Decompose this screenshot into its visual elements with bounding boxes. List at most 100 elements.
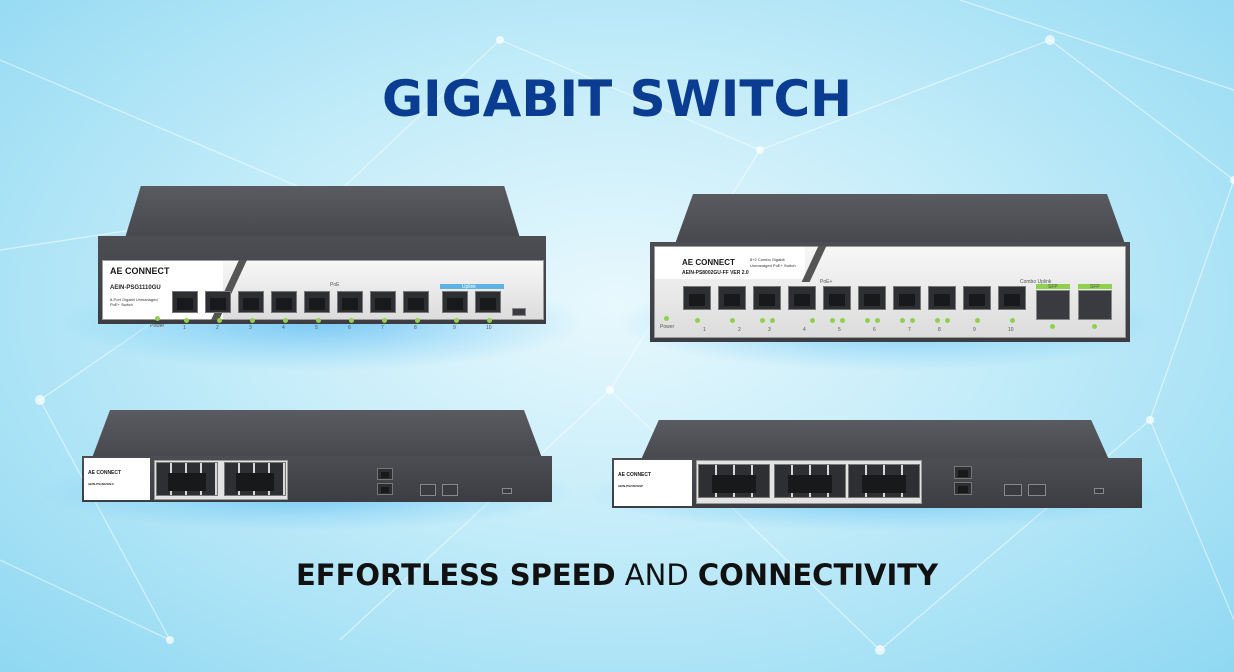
ethernet-port[interactable] [753, 286, 781, 310]
port-led [382, 318, 387, 323]
switch-lid [675, 194, 1125, 244]
model-description-line2: Unmanaged PoE+ Switch [750, 263, 796, 268]
port-number: 4 [282, 325, 285, 331]
model-description-line2: PoE+ Switch [110, 302, 133, 307]
port-number: 4 [803, 327, 806, 333]
console-port[interactable] [502, 488, 512, 494]
brand-logo: AE CONNECT [88, 470, 122, 476]
brand-logo: AE CONNECT [618, 472, 652, 478]
uplink-port[interactable] [998, 286, 1026, 310]
switch-front-panel [82, 456, 552, 502]
ethernet-port[interactable] [823, 286, 851, 310]
switch-lid [125, 186, 520, 238]
brand-panel [614, 460, 692, 506]
ethernet-port[interactable] [718, 286, 746, 310]
ethernet-port[interactable] [304, 291, 330, 313]
ethernet-port[interactable] [928, 286, 956, 310]
model-description-line1: 8-Port Gigabit Unmanaged [110, 297, 158, 302]
ethernet-port[interactable] [370, 291, 396, 313]
uplink-port[interactable] [954, 466, 972, 479]
port-led [975, 318, 980, 323]
port-led [1092, 324, 1097, 329]
uplink-port[interactable] [475, 291, 501, 313]
sfp-port[interactable] [442, 484, 458, 496]
switch-8-plus-2-combo: AE CONNECT AEIN-PS8002GU-FF VER 2.0 8+2 … [620, 190, 1160, 370]
model-name: AEIN-PS1602GN-F [88, 482, 115, 486]
ethernet-port[interactable] [893, 286, 921, 310]
tagline: EFFORTLESS SPEED AND CONNECTIVITY [0, 558, 1234, 592]
brand-panel [655, 247, 805, 279]
port-led [415, 318, 420, 323]
ethernet-port-grid[interactable] [774, 464, 846, 498]
ethernet-port[interactable] [205, 291, 231, 313]
switch-24-port: AE CONNECT AEIN-PS2402GSP [590, 410, 1160, 530]
sfp-port[interactable] [1078, 290, 1112, 320]
port-number: 8 [414, 325, 417, 331]
uplink-port[interactable] [954, 482, 972, 495]
power-label: Power [150, 323, 165, 329]
sfp-label-strip [1036, 284, 1070, 289]
port-number: 6 [873, 327, 876, 333]
port-led [840, 318, 845, 323]
switch-16-port: AE CONNECT AEIN-PS1602GN-F [40, 400, 570, 530]
uplink-port[interactable] [442, 291, 468, 313]
ethernet-port[interactable] [172, 291, 198, 313]
tagline-bold-1: EFFORTLESS SPEED [295, 558, 616, 592]
ethernet-port-grid[interactable] [156, 462, 218, 496]
model-name: AEIN-PSG1110GU [110, 285, 161, 291]
port-number: 7 [908, 327, 911, 333]
sfp-port[interactable] [420, 484, 436, 496]
port-led [283, 318, 288, 323]
port-led [1050, 324, 1055, 329]
port-led [865, 318, 870, 323]
ethernet-port[interactable] [337, 291, 363, 313]
console-port[interactable] [1094, 488, 1104, 494]
power-label: Power [660, 324, 675, 330]
brand-panel [84, 458, 150, 500]
port-number: 2 [738, 327, 741, 333]
ethernet-port[interactable] [858, 286, 886, 310]
ethernet-port-grid[interactable] [698, 464, 770, 498]
port-number: 10 [1008, 327, 1014, 333]
uplink-port[interactable] [963, 286, 991, 310]
port-number: 6 [348, 325, 351, 331]
ethernet-port-grid[interactable] [224, 462, 286, 496]
port-number: 8 [938, 327, 941, 333]
ethernet-port[interactable] [788, 286, 816, 310]
ethernet-port[interactable] [271, 291, 297, 313]
poe-group-label: PoE [330, 282, 340, 288]
ethernet-port[interactable] [403, 291, 429, 313]
page-title: GIGABIT SWITCH [381, 70, 853, 128]
power-led [664, 316, 669, 321]
port-number: 7 [381, 325, 384, 331]
port-led [730, 318, 735, 323]
port-number: 9 [973, 327, 976, 333]
port-led [900, 318, 905, 323]
poe-group-label: PoE+ [820, 279, 833, 285]
port-led [875, 318, 880, 323]
ethernet-port[interactable] [238, 291, 264, 313]
port-led [810, 318, 815, 323]
sfp-port[interactable] [1036, 290, 1070, 320]
tagline-bold-2: CONNECTIVITY [697, 558, 939, 592]
model-name: AEIN-PS2402GSP [618, 484, 644, 488]
port-led [935, 318, 940, 323]
mode-switch[interactable] [512, 308, 526, 316]
ethernet-port-grid[interactable] [848, 464, 920, 498]
port-led [316, 318, 321, 323]
port-led [760, 318, 765, 323]
port-number: 3 [768, 327, 771, 333]
power-led [155, 316, 160, 321]
uplink-port[interactable] [377, 468, 393, 480]
port-led [695, 318, 700, 323]
ethernet-port[interactable] [683, 286, 711, 310]
uplink-group-label: Combo Uplink [1020, 279, 1052, 285]
model-name: AEIN-PS8002GU-FF VER 2.0 [682, 270, 749, 276]
port-led [250, 318, 255, 323]
switch-lid [92, 410, 542, 458]
sfp-port[interactable] [1004, 484, 1022, 496]
port-led [830, 318, 835, 323]
sfp-port[interactable] [1028, 484, 1046, 496]
uplink-port[interactable] [377, 483, 393, 495]
brand-panel [103, 261, 223, 319]
